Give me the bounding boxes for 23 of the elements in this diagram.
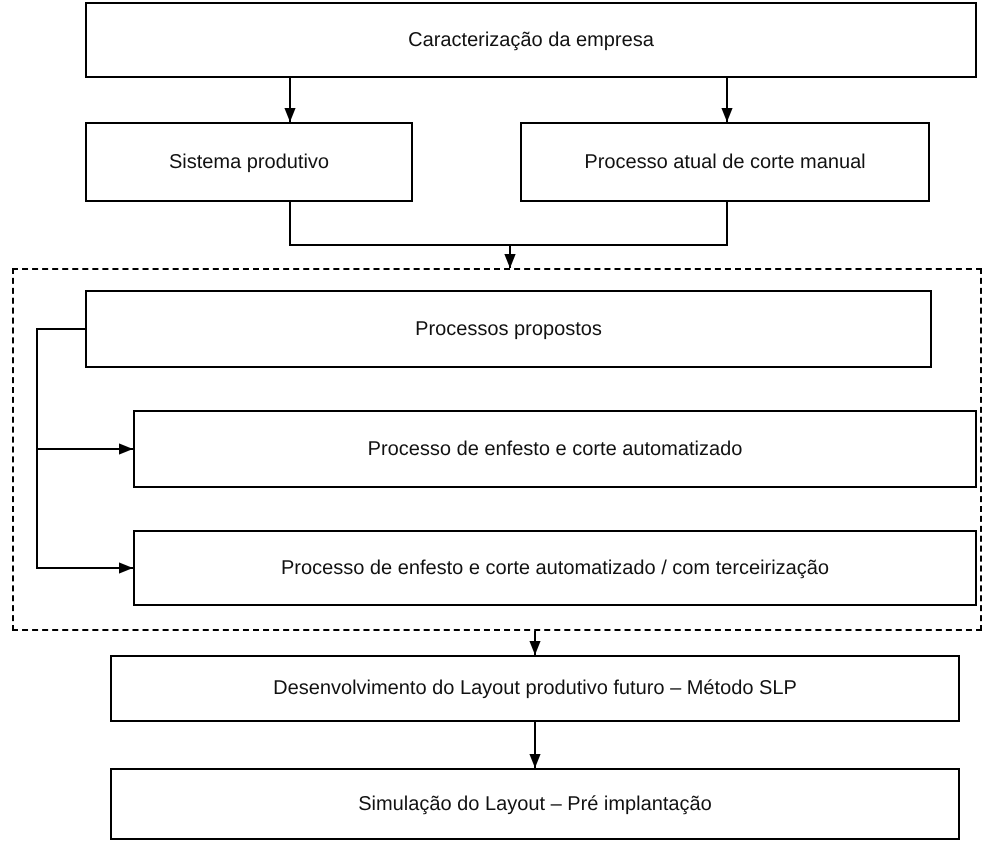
arrow bbox=[284, 78, 296, 122]
arrow bbox=[529, 722, 541, 768]
box-label: Caracterização da empresa bbox=[408, 28, 654, 52]
box-label: Sistema produtivo bbox=[168, 150, 330, 174]
process-box bbox=[110, 655, 960, 722]
process-box bbox=[133, 410, 977, 488]
process-box bbox=[85, 290, 932, 368]
process-box bbox=[110, 768, 960, 840]
process-box bbox=[133, 530, 977, 606]
process-box bbox=[520, 122, 930, 202]
arrow bbox=[36, 328, 133, 574]
arrow bbox=[504, 202, 728, 268]
box-label: Processo atual de corte manual bbox=[584, 150, 866, 174]
box-label: Desenvolvimento do Layout produtivo futuro – Método SLP bbox=[273, 677, 797, 700]
arrow bbox=[721, 78, 733, 122]
process-box bbox=[85, 122, 413, 202]
arrow bbox=[529, 631, 541, 655]
dashed-group-frame bbox=[12, 268, 982, 631]
box-label: Processos propostos bbox=[415, 318, 602, 340]
box-label: Processo de enfesto e corte automatizado / com terceirização bbox=[280, 556, 830, 580]
process-box bbox=[85, 2, 977, 78]
box-label: Processo de enfesto e corte automatizado bbox=[368, 438, 742, 460]
box-label: Simulação do Layout – Pré implantação bbox=[358, 792, 712, 816]
